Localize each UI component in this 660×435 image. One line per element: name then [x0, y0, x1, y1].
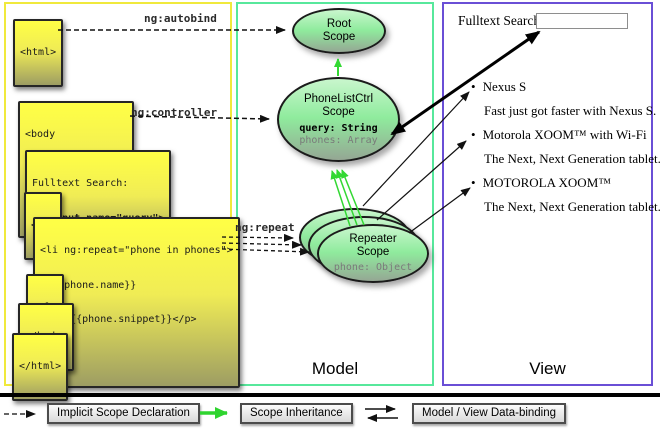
repeater-scope-ellipse: Repeater Scope phone: Object: [317, 224, 429, 283]
legend-scope-inheritance: Scope Inheritance: [240, 403, 353, 424]
dashed-arrow-icon: [4, 410, 36, 418]
list-item-title: •Nexus S: [471, 79, 527, 94]
code-box-html-close: </html>: [12, 333, 69, 401]
code-line: </html>: [19, 361, 62, 372]
view-results-list: •Nexus S Fast just got faster with Nexus…: [471, 80, 660, 224]
legend-implicit-scope-declaration: Implicit Scope Declaration: [47, 403, 200, 424]
code-box-html-open: <html>: [13, 19, 64, 87]
ng-repeat-label: ng:repeat: [235, 221, 295, 234]
scope-name: PhoneListCtrl: [303, 92, 374, 105]
code-line: <html>: [20, 47, 57, 58]
model-column: Model: [236, 2, 434, 386]
bullet-icon: •: [471, 175, 476, 190]
list-item-desc: The Next, Next Generation tablet.: [484, 151, 660, 166]
scope-prop-query: query: String: [299, 122, 378, 134]
code-line: {{phone.name}}: [40, 279, 137, 291]
bullet-icon: •: [471, 127, 476, 142]
list-item-desc: Fast just got faster with Nexus S.: [484, 103, 657, 118]
code-box-li-repeat: <li ng:repeat="phone in phones"> {{phone…: [33, 217, 240, 388]
double-arrow-icon: [365, 405, 398, 422]
code-line: <li ng:repeat="phone in phones">: [40, 245, 233, 256]
phonelistctrl-scope-ellipse: PhoneListCtrl Scope query: String phones…: [277, 77, 400, 162]
root-scope-ellipse: Root Scope: [292, 8, 386, 54]
model-column-label: Model: [311, 359, 359, 378]
bullet-icon: •: [471, 79, 476, 94]
code-line: <p>{{phone.snippet}}</p>: [40, 314, 197, 325]
legend-separator-line: [0, 393, 660, 397]
code-line: <body: [25, 129, 56, 140]
legend-model-view-databinding: Model / View Data-binding: [412, 403, 567, 424]
ng-controller-label: ng:controller: [131, 106, 218, 119]
list-item-desc: The Next, Next Generation tablet.: [484, 199, 660, 214]
code-line: Fulltext Search:: [32, 178, 129, 189]
view-search-input[interactable]: [536, 13, 628, 29]
scope-name: Scope: [322, 31, 356, 43]
ng-autobind-label: ng:autobind: [144, 12, 217, 25]
list-item-title: •Motorola XOOM™ with Wi-Fi: [471, 127, 647, 142]
green-arrow-icon: [200, 407, 228, 419]
list-item-title: •MOTOROLA XOOM™: [471, 175, 611, 190]
view-search-label: Fulltext Search:: [458, 13, 544, 28]
view-column-label: View: [529, 359, 566, 378]
scope-name: Root: [326, 18, 352, 30]
scope-name: Repeater: [349, 233, 397, 245]
scope-prop-phone: phone: Object: [333, 262, 413, 273]
scope-name: Scope: [356, 245, 390, 258]
scope-prop-phones: phones: Array: [299, 134, 378, 146]
scope-name: Scope: [322, 105, 355, 118]
